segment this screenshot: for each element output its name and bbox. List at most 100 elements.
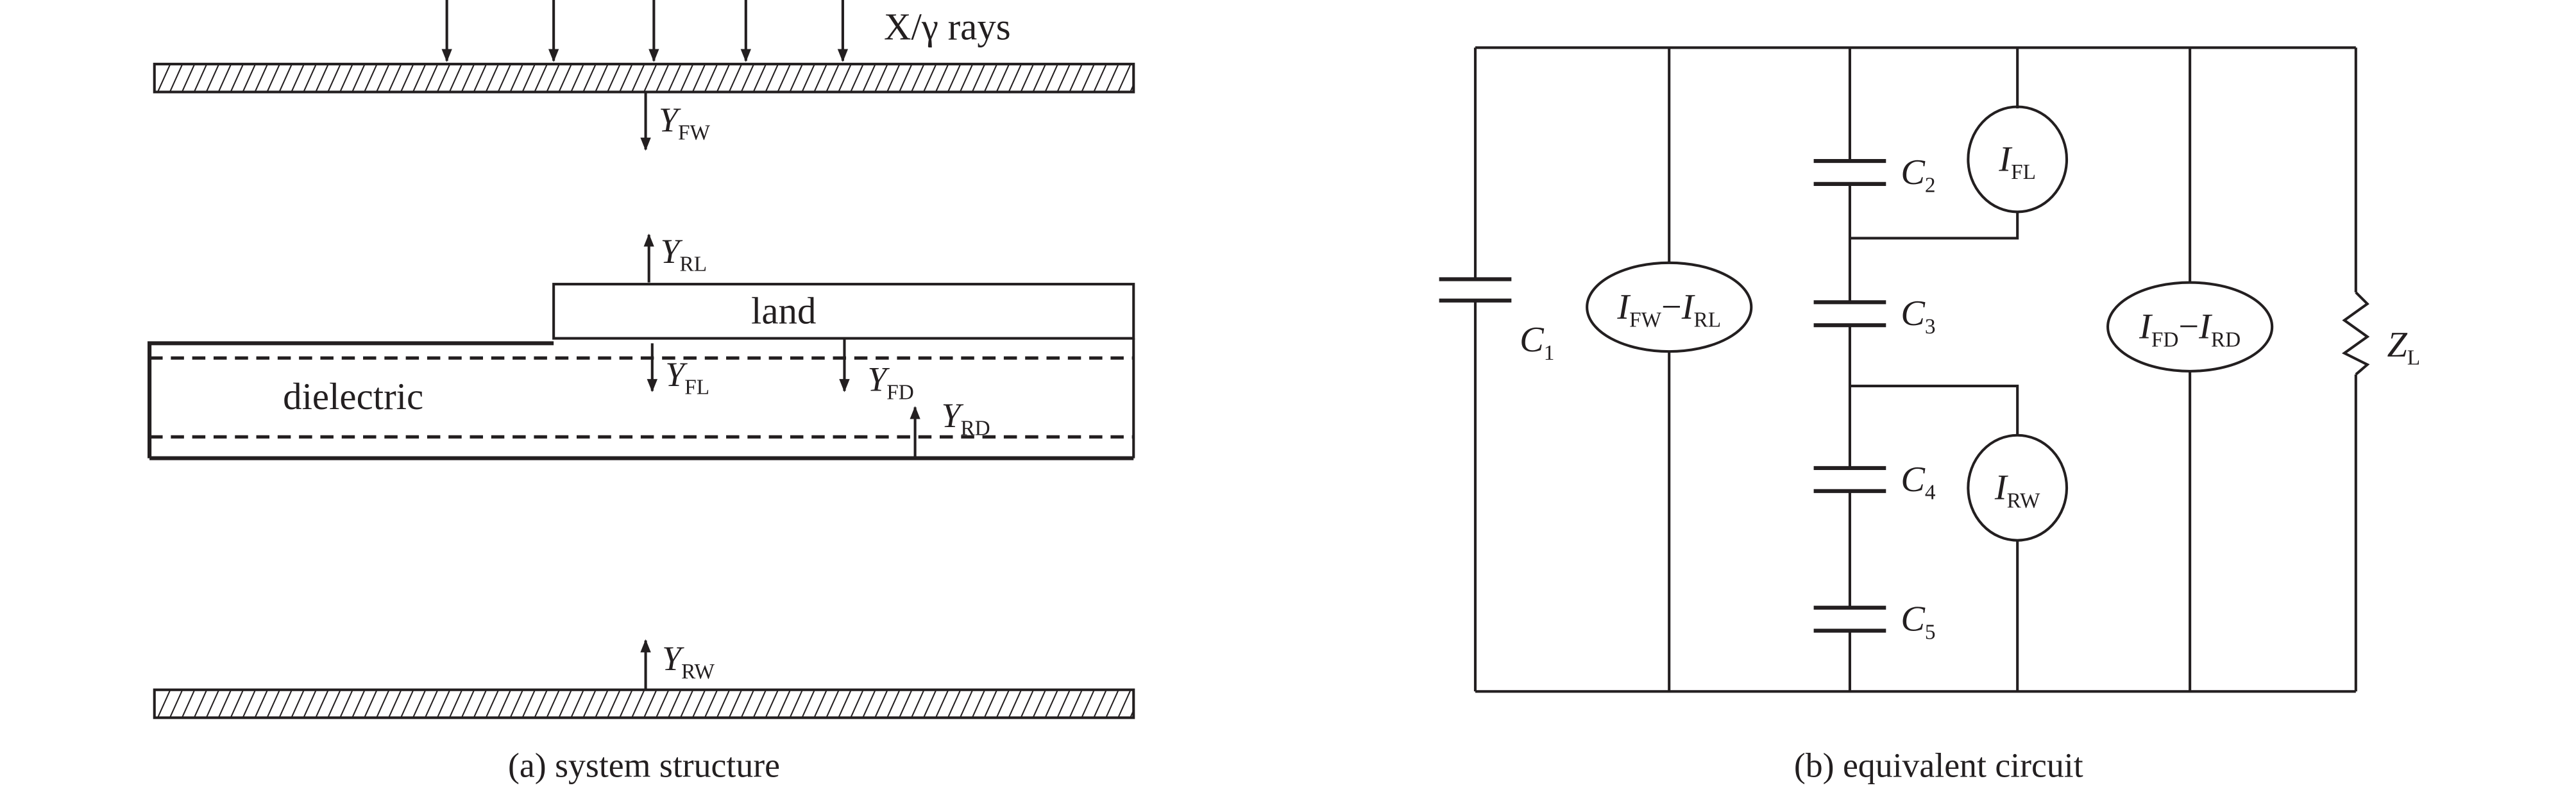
hatch-line [217, 689, 232, 718]
hatch-line [436, 63, 451, 92]
hatch-line [230, 689, 244, 718]
hatch-line [291, 63, 305, 92]
hatch-line [679, 63, 694, 92]
hatch-line [1032, 689, 1047, 718]
caption-b: (b) equivalent circuit [1794, 746, 2083, 784]
hatch-line [752, 689, 767, 718]
hatch-line [801, 63, 815, 92]
c4-label: C4 [1901, 460, 1936, 505]
hatch-line [1032, 63, 1047, 92]
hatch-line [388, 689, 402, 718]
hatch-line [1020, 63, 1035, 92]
hatch-line [656, 63, 670, 92]
hatch-line [813, 689, 827, 718]
hatch-line [546, 689, 560, 718]
hatch-line [291, 689, 305, 718]
hatch-line [448, 63, 463, 92]
hatch-line [704, 63, 718, 92]
y-rl-label: YRL [661, 232, 707, 276]
hatch-line [266, 689, 280, 718]
hatch-line [667, 689, 682, 718]
hatch-line [679, 689, 694, 718]
land-block [552, 283, 1135, 340]
hatch-line [364, 63, 378, 92]
hatch-line [959, 63, 974, 92]
hatch-line [181, 689, 196, 718]
hatch-line [278, 689, 292, 718]
hatch-line [521, 689, 536, 718]
hatch-line [157, 63, 171, 92]
hatch-line [1020, 689, 1035, 718]
hatch-line [826, 689, 840, 718]
hatch-line [534, 689, 548, 718]
hatch-line [278, 63, 292, 92]
hatch-line [534, 63, 548, 92]
hatch-line [983, 63, 998, 92]
hatch-line [691, 63, 706, 92]
hatch-line [1081, 689, 1095, 718]
hatch-line [728, 63, 743, 92]
c3-label: C3 [1901, 294, 1935, 339]
hatch-line [1130, 710, 1135, 718]
hatch-line [959, 689, 974, 718]
y-fl-label: YFL [665, 355, 709, 399]
hatch-line [971, 63, 986, 92]
hatch-line [1093, 689, 1107, 718]
hatch-line [704, 689, 718, 718]
hatch-line [193, 63, 208, 92]
hatch-line [947, 689, 962, 718]
hatch-line [473, 689, 487, 718]
hatch-line [607, 63, 621, 92]
hatch-line [193, 689, 208, 718]
hatch-line [838, 63, 852, 92]
caption-a: (a) system structure [508, 746, 780, 784]
hatch-line [716, 689, 731, 718]
hatch-line [1130, 84, 1135, 92]
hatch-line [497, 63, 512, 92]
hatch-line [765, 689, 779, 718]
hatch-line [205, 689, 220, 718]
hatch-line [1008, 63, 1022, 92]
hatch-line [242, 63, 257, 92]
hatch-line [813, 63, 827, 92]
hatch-line [1069, 63, 1083, 92]
rays-label: X/γ rays [884, 6, 1011, 47]
hatch-line [558, 689, 572, 718]
hatch-line [303, 689, 317, 718]
hatch-line [424, 63, 439, 92]
hatch-line [582, 689, 597, 718]
hatch-line [595, 63, 609, 92]
capacitor-stack [1813, 47, 1886, 692]
hatch-line [971, 689, 986, 718]
hatch-line [740, 689, 755, 718]
hatch-line [424, 689, 439, 718]
rw-label: IRW [1994, 468, 2040, 513]
hatch-line [509, 689, 524, 718]
hatch-line [485, 63, 500, 92]
c2-label: C2 [1901, 153, 1935, 198]
hatch-line [862, 689, 876, 718]
rear-wall [153, 688, 1135, 719]
hatch-line [169, 63, 183, 92]
hatch-line [205, 63, 220, 92]
hatch-line [752, 63, 767, 92]
hatch-line [242, 689, 257, 718]
dielectric-block [147, 338, 1135, 460]
hatch-line [996, 63, 1010, 92]
hatch-line [400, 63, 414, 92]
hatch-line [582, 63, 597, 92]
capacitor-c1 [1439, 47, 1512, 692]
hatch-line [570, 689, 584, 718]
hatch-line [899, 63, 913, 92]
hatch-line [376, 63, 390, 92]
hatch-line [643, 689, 657, 718]
hatch-line [1069, 689, 1083, 718]
hatch-line [546, 63, 560, 92]
hatch-line [327, 63, 341, 92]
hatch-line [922, 689, 937, 718]
hatch-line [327, 689, 341, 718]
y-rd-label: YRD [942, 396, 990, 441]
hatch-line [1081, 63, 1095, 92]
hatch-line [461, 63, 475, 92]
